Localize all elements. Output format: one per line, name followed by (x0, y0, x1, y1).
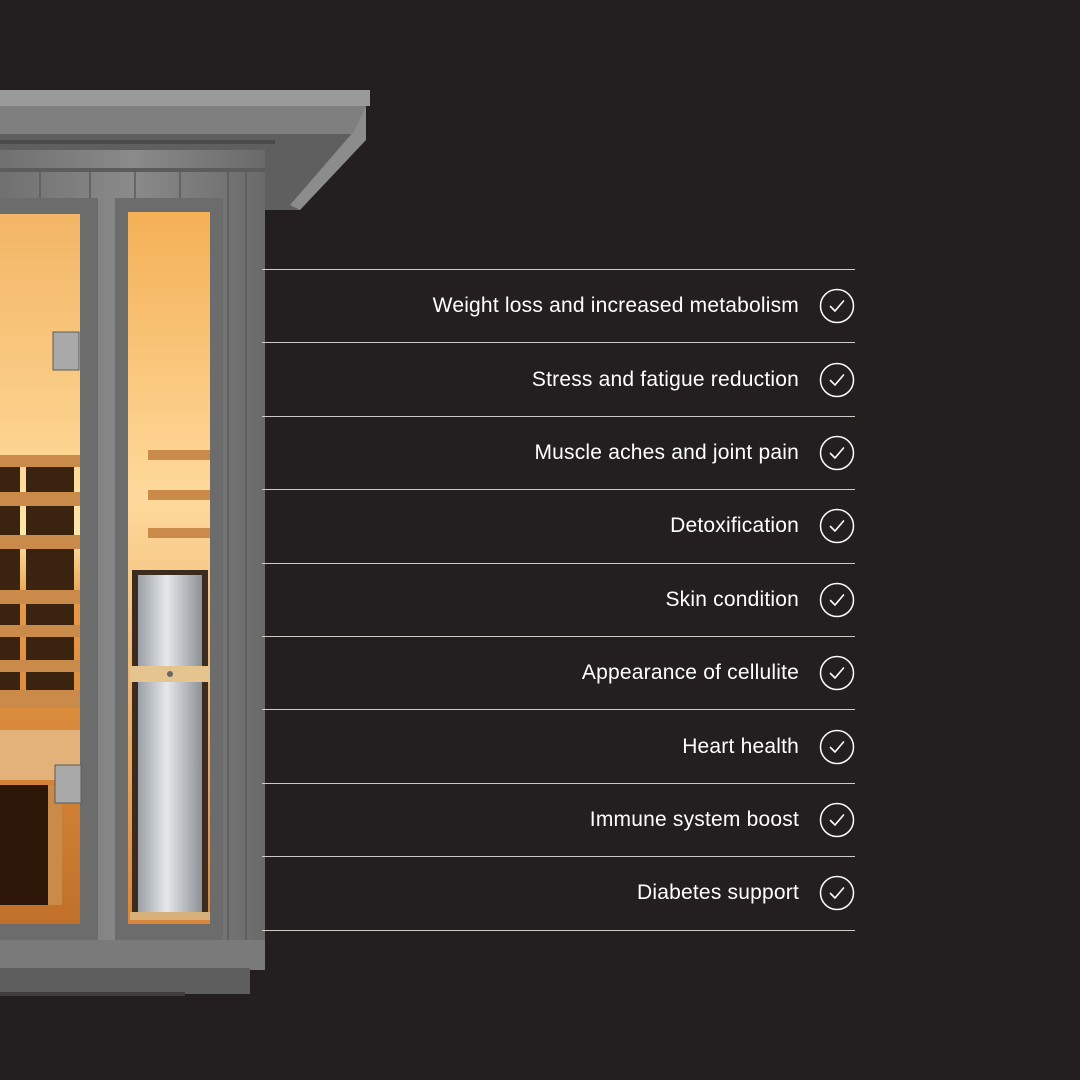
benefit-label: Immune system boost (589, 807, 799, 831)
check-circle-icon (819, 362, 855, 398)
benefit-label: Stress and fatigue reduction (531, 367, 799, 391)
check-circle-icon (819, 655, 855, 691)
check-circle-icon (819, 508, 855, 544)
benefit-label: Weight loss and increased metabolism (432, 294, 799, 318)
benefit-item: Appearance of cellulite (262, 637, 855, 711)
benefit-item: Detoxification (262, 490, 855, 564)
benefit-item: Diabetes support (262, 857, 855, 931)
check-circle-icon (819, 582, 855, 618)
check-circle-icon (819, 875, 855, 911)
benefit-item: Weight loss and increased metabolism (262, 270, 855, 344)
check-circle-icon (819, 288, 855, 324)
benefit-item: Muscle aches and joint pain (262, 417, 855, 491)
check-circle-icon (819, 802, 855, 838)
benefit-label: Appearance of cellulite (581, 661, 799, 685)
benefit-label: Diabetes support (637, 881, 799, 905)
sauna-image (0, 90, 370, 996)
benefit-label: Skin condition (665, 587, 799, 611)
benefit-item: Heart health (262, 710, 855, 784)
benefit-label: Heart health (682, 734, 799, 758)
check-circle-icon (819, 729, 855, 765)
benefit-label: Detoxification (670, 514, 799, 538)
benefit-item: Stress and fatigue reduction (262, 343, 855, 417)
benefit-item: Skin condition (262, 564, 855, 637)
benefit-item: Immune system boost (262, 784, 855, 858)
check-circle-icon (819, 435, 855, 471)
benefit-label: Muscle aches and joint pain (534, 440, 799, 464)
